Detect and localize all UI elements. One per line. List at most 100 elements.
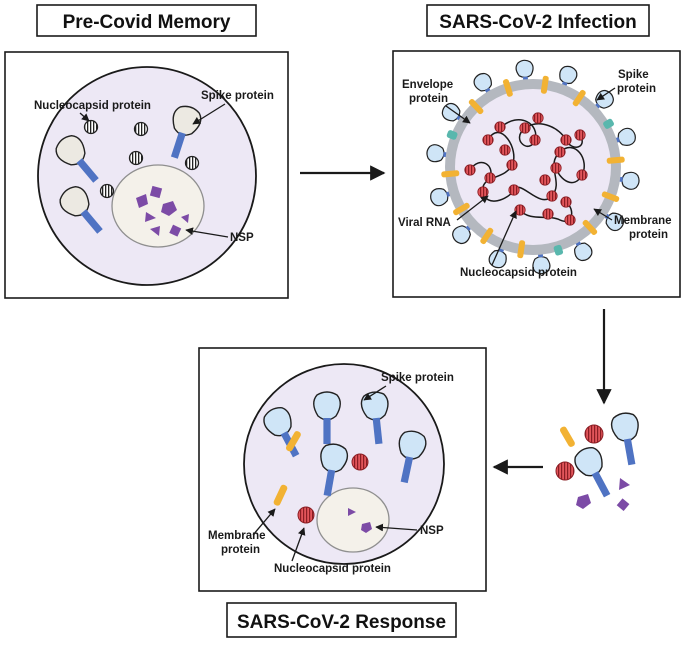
virus-nucleocapsid — [508, 184, 520, 196]
free-nsp — [616, 498, 630, 512]
response-membrane-protein — [286, 431, 301, 452]
pre-covid-title: Pre-Covid Memory — [63, 12, 231, 33]
memory-nucleocapsid — [83, 119, 99, 135]
virus-nucleocapsid — [550, 162, 562, 174]
label-spike-line2: protein — [617, 83, 656, 95]
label-response-spike: Spike protein — [381, 372, 454, 384]
label-membrane-line2: protein — [629, 229, 668, 241]
response-title-box: SARS-CoV-2 Response — [226, 602, 457, 638]
virus-nucleocapsid — [560, 196, 572, 208]
virus-nucleocapsid — [560, 134, 572, 146]
free-nucleocapsid — [555, 461, 575, 481]
free-spike-protein — [609, 410, 646, 468]
arrow-membrane — [593, 208, 613, 221]
response-nucleocapsid — [297, 506, 315, 524]
label-viral-rna: Viral RNA — [398, 217, 451, 229]
virus-nucleocapsid — [519, 122, 531, 134]
arrow-response-nsp — [375, 523, 418, 532]
label-membrane-line1: Membrane — [614, 215, 672, 227]
arrow-envelope — [445, 105, 471, 124]
virus-nucleocapsid — [539, 174, 551, 186]
free-nsp — [576, 494, 591, 509]
label-spike-protein: Spike protein — [201, 90, 274, 102]
virus-membrane-protein — [502, 79, 513, 97]
virus-nucleocapsids — [464, 112, 588, 226]
virus-nucleocapsid — [542, 208, 554, 220]
virus-nucleocapsid — [499, 144, 511, 156]
virus-nucleocapsid — [506, 159, 518, 171]
label-spike-line1: Spike — [618, 69, 649, 81]
virus-nucleocapsid — [532, 112, 544, 124]
memory-nucleocapsid — [184, 155, 200, 171]
virus-nucleocapsid — [464, 164, 476, 176]
virus-envelope-protein — [603, 118, 614, 129]
pre-covid-title-box: Pre-Covid Memory — [36, 4, 257, 37]
label-response-nsp: NSP — [420, 525, 444, 537]
label-response-membrane-line1: Membrane — [208, 530, 266, 542]
virus-nucleocapsid — [576, 169, 588, 181]
arrow-response-nucleocapsid — [291, 527, 306, 562]
virus-envelope-protein — [446, 130, 458, 140]
virus-nucleocapsid — [554, 146, 566, 158]
infection-title: SARS-CoV-2 Infection — [439, 12, 636, 33]
label-nucleocapsid-protein: Nucleocapsid protein — [34, 100, 151, 112]
arrow-virus-nucleocapsid — [491, 210, 517, 266]
label-envelope-protein-line2: protein — [409, 93, 448, 105]
memory-nsp — [161, 201, 177, 216]
free-nsp — [619, 478, 630, 490]
memory-nsp — [181, 214, 189, 223]
virus-nucleocapsid — [494, 121, 506, 133]
memory-nucleocapsid — [99, 183, 115, 199]
arrow-spike — [192, 103, 226, 125]
virus-membrane-protein — [453, 202, 470, 216]
free-membrane-protein — [560, 426, 575, 447]
label-envelope-protein-line1: Envelope — [402, 79, 453, 91]
free-spike-protein — [570, 442, 620, 503]
virus-membrane-protein — [441, 170, 460, 178]
arrow-nucleocapsid — [79, 112, 90, 122]
memory-nucleocapsid — [133, 121, 149, 137]
label-response-membrane-line2: protein — [221, 544, 260, 556]
memory-nucleocapsid — [128, 150, 144, 166]
virus-membrane-protein — [601, 191, 620, 202]
memory-nsp — [150, 226, 160, 236]
memory-nsp — [145, 212, 156, 222]
virus-membrane-protein — [480, 227, 494, 245]
memory-nsp — [136, 194, 148, 208]
virus-nucleocapsid — [564, 214, 576, 226]
memory-nucleus — [111, 164, 205, 248]
label-virus-nucleocapsid: Nucleocapsid protein — [460, 267, 577, 279]
virus-membrane-protein — [572, 89, 586, 107]
arrow-response-membrane — [252, 508, 276, 536]
virus-nucleocapsid — [529, 134, 541, 146]
arrow-virus-spike — [596, 87, 616, 101]
response-nsp — [348, 508, 356, 516]
virus-membrane-protein — [540, 75, 549, 94]
arrow-response-spike — [363, 385, 387, 401]
virus-membrane-protein — [582, 219, 598, 235]
response-nucleocapsid — [351, 453, 369, 471]
label-nsp: NSP — [230, 232, 254, 244]
virus-envelope-protein — [553, 244, 564, 256]
virus-interior — [455, 89, 611, 245]
virus-nucleocapsid — [514, 204, 526, 216]
response-membrane-protein — [273, 484, 288, 506]
virus-nucleocapsid — [482, 134, 494, 146]
response-title: SARS-CoV-2 Response — [237, 612, 446, 633]
virus-membrane-protein — [606, 156, 625, 164]
memory-nsp — [149, 185, 163, 199]
arrow-viral-rna — [456, 195, 489, 221]
virus-nucleocapsid — [484, 172, 496, 184]
virus-nucleocapsid — [574, 129, 586, 141]
virus-membrane-protein — [468, 99, 484, 115]
virus-nucleocapsid — [477, 186, 489, 198]
free-nucleocapsid — [584, 424, 604, 444]
memory-nsp — [169, 224, 182, 237]
virus-surface-proteins — [441, 75, 625, 259]
label-response-nucleocapsid: Nucleocapsid protein — [274, 563, 391, 575]
free-antigens — [555, 410, 646, 512]
response-nsp — [361, 522, 372, 533]
virus-membrane-protein — [517, 240, 526, 259]
infection-title-box: SARS-CoV-2 Infection — [426, 4, 650, 37]
